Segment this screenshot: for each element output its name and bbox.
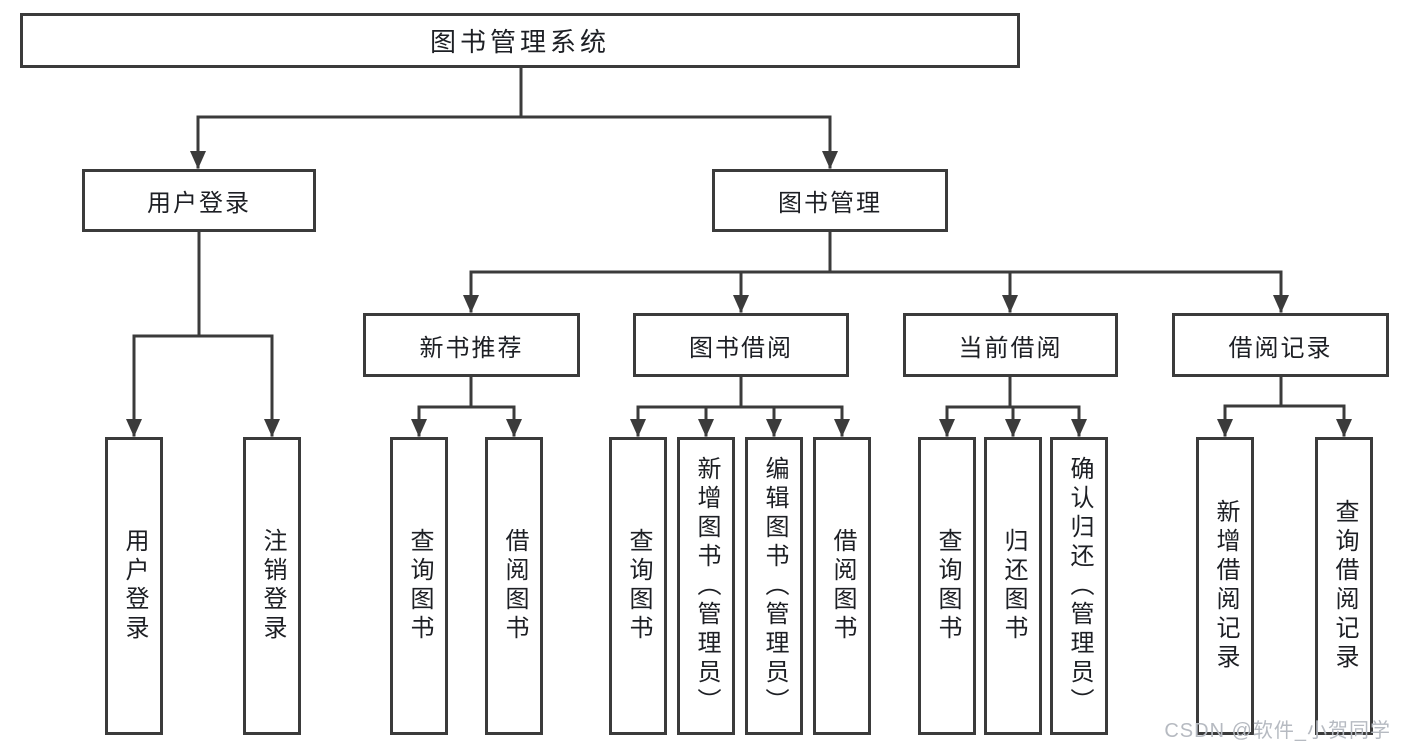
node-book-borrowing: 图书借阅 <box>633 313 849 377</box>
leaf-logout: 注销登录 <box>243 437 301 735</box>
leaf-borrow-books: 借阅图书 <box>813 437 871 735</box>
node-label: 查询图书 <box>934 528 961 644</box>
node-user-login: 用户登录 <box>82 169 316 232</box>
leaf-confirm-return-admin: 确认归还（管理员） <box>1050 437 1108 735</box>
leaf-query-books-borrowing: 查询图书 <box>609 437 667 735</box>
node-label: 借阅图书 <box>501 528 528 644</box>
node-borrowing-records: 借阅记录 <box>1172 313 1389 377</box>
node-label: 用户登录 <box>121 528 148 644</box>
leaf-query-books-current: 查询图书 <box>918 437 976 735</box>
leaf-edit-books-admin: 编辑图书（管理员） <box>745 437 803 735</box>
node-label: 归还图书 <box>1000 528 1027 644</box>
csdn-watermark: CSDN @软件_小贺同学 <box>1164 720 1391 742</box>
leaf-add-books-admin: 新增图书（管理员） <box>677 437 735 735</box>
node-label: 注销登录 <box>259 528 286 644</box>
node-label: 编辑图书（管理员） <box>761 455 788 717</box>
node-book-management: 图书管理 <box>712 169 948 232</box>
node-library-management-system: 图书管理系统 <box>20 13 1020 68</box>
node-label: 查询图书 <box>625 528 652 644</box>
node-label: 新增图书（管理员） <box>693 455 720 717</box>
leaf-borrow-books-recommend: 借阅图书 <box>485 437 543 735</box>
node-label: 借阅图书 <box>829 528 856 644</box>
leaf-query-books-recommend: 查询图书 <box>390 437 448 735</box>
node-current-borrowing: 当前借阅 <box>903 313 1118 377</box>
node-label: 新增借阅记录 <box>1212 499 1239 673</box>
leaf-query-borrow-record: 查询借阅记录 <box>1315 437 1373 735</box>
leaf-return-books: 归还图书 <box>984 437 1042 735</box>
node-new-book-recommend: 新书推荐 <box>363 313 580 377</box>
leaf-add-borrow-record: 新增借阅记录 <box>1196 437 1254 735</box>
node-label: 查询借阅记录 <box>1331 499 1358 673</box>
node-label: 查询图书 <box>406 528 433 644</box>
leaf-user-login: 用户登录 <box>105 437 163 735</box>
node-label: 确认归还（管理员） <box>1066 455 1093 717</box>
